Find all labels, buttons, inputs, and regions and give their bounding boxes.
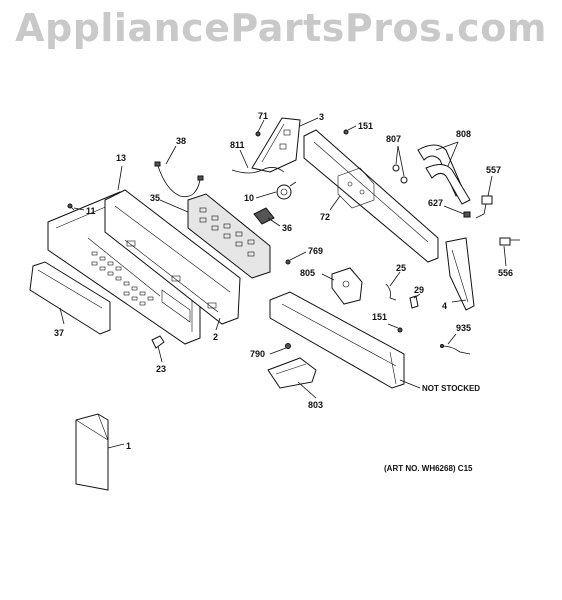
callout-769[interactable]: 769: [308, 246, 323, 256]
callout-803[interactable]: 803: [308, 400, 323, 410]
callout-71[interactable]: 71: [258, 111, 268, 121]
part-556-sensor[interactable]: [499, 237, 520, 246]
part-805-valve[interactable]: [331, 267, 363, 305]
part-37-trim-panel[interactable]: [29, 261, 111, 335]
callout-935[interactable]: 935: [456, 323, 471, 333]
callout-807[interactable]: 807: [386, 134, 401, 144]
callout-37[interactable]: 37: [54, 328, 64, 338]
callout-811[interactable]: 811: [230, 140, 245, 150]
callout-10[interactable]: 10: [244, 193, 254, 203]
part-808-hoses[interactable]: [417, 144, 471, 205]
part-935-wire[interactable]: [440, 344, 471, 355]
part-38-wire-harness[interactable]: [154, 161, 204, 198]
callout-13[interactable]: 13: [116, 153, 126, 163]
part-1-literature[interactable]: [75, 413, 109, 491]
part-2-frame-bracket[interactable]: [104, 189, 241, 325]
not-stocked-note: NOT STOCKED: [422, 384, 480, 393]
callout-35[interactable]: 35: [150, 193, 160, 203]
callout-36[interactable]: 36: [282, 223, 292, 233]
art-number-note: (ART NO. WH6268) C15: [384, 464, 473, 473]
callout-labels: 1 2 3 4 10 11 13 23 25 29 35 36 37 38 71…: [54, 111, 513, 473]
watermark-logo: AppliancePartsPros.com: [15, 6, 547, 50]
callout-151-top[interactable]: 151: [358, 121, 373, 131]
leader-lines: [59, 117, 507, 449]
part-803-board[interactable]: [267, 357, 317, 389]
part-769-screw[interactable]: [285, 259, 291, 265]
part-627-connector[interactable]: [463, 211, 471, 218]
part-151-screw-lower[interactable]: [397, 327, 403, 333]
not-stocked-bracket: [269, 291, 405, 389]
callout-151-lower[interactable]: 151: [372, 312, 387, 322]
callout-627[interactable]: 627: [428, 198, 443, 208]
callout-3[interactable]: 3: [319, 112, 324, 122]
callout-790[interactable]: 790: [250, 349, 265, 359]
callout-4[interactable]: 4: [442, 301, 447, 311]
part-807-washers[interactable]: [392, 164, 408, 184]
callout-2[interactable]: 2: [213, 332, 218, 342]
part-811-wire[interactable]: [231, 167, 285, 174]
callout-29[interactable]: 29: [414, 285, 424, 295]
callout-11[interactable]: 11: [86, 206, 96, 216]
callout-808[interactable]: 808: [456, 129, 471, 139]
callout-25[interactable]: 25: [396, 263, 406, 273]
part-151-screw-top[interactable]: [343, 129, 349, 135]
callout-38[interactable]: 38: [176, 136, 186, 146]
part-25-clip[interactable]: [385, 283, 397, 301]
callout-23[interactable]: 23: [156, 364, 166, 374]
part-790-screw[interactable]: [285, 343, 291, 349]
part-71-screw[interactable]: [255, 131, 261, 137]
callout-72[interactable]: 72: [320, 212, 330, 222]
part-11-screw[interactable]: [67, 203, 75, 211]
part-35-control-board[interactable]: [187, 193, 271, 279]
part-3-bracket[interactable]: [251, 117, 301, 173]
part-29-clip[interactable]: [409, 295, 419, 309]
part-4-end-cap[interactable]: [445, 237, 475, 311]
part-10-pressure-switch[interactable]: [276, 181, 297, 200]
part-36-knob[interactable]: [253, 207, 275, 225]
callout-557[interactable]: 557: [486, 165, 501, 175]
callout-556[interactable]: 556: [498, 268, 513, 278]
part-557-thermistor[interactable]: [475, 195, 493, 219]
callout-805[interactable]: 805: [300, 268, 315, 278]
part-72-backsplash[interactable]: [303, 129, 439, 263]
callout-1[interactable]: 1: [126, 441, 131, 451]
part-23-clip[interactable]: [151, 335, 165, 349]
